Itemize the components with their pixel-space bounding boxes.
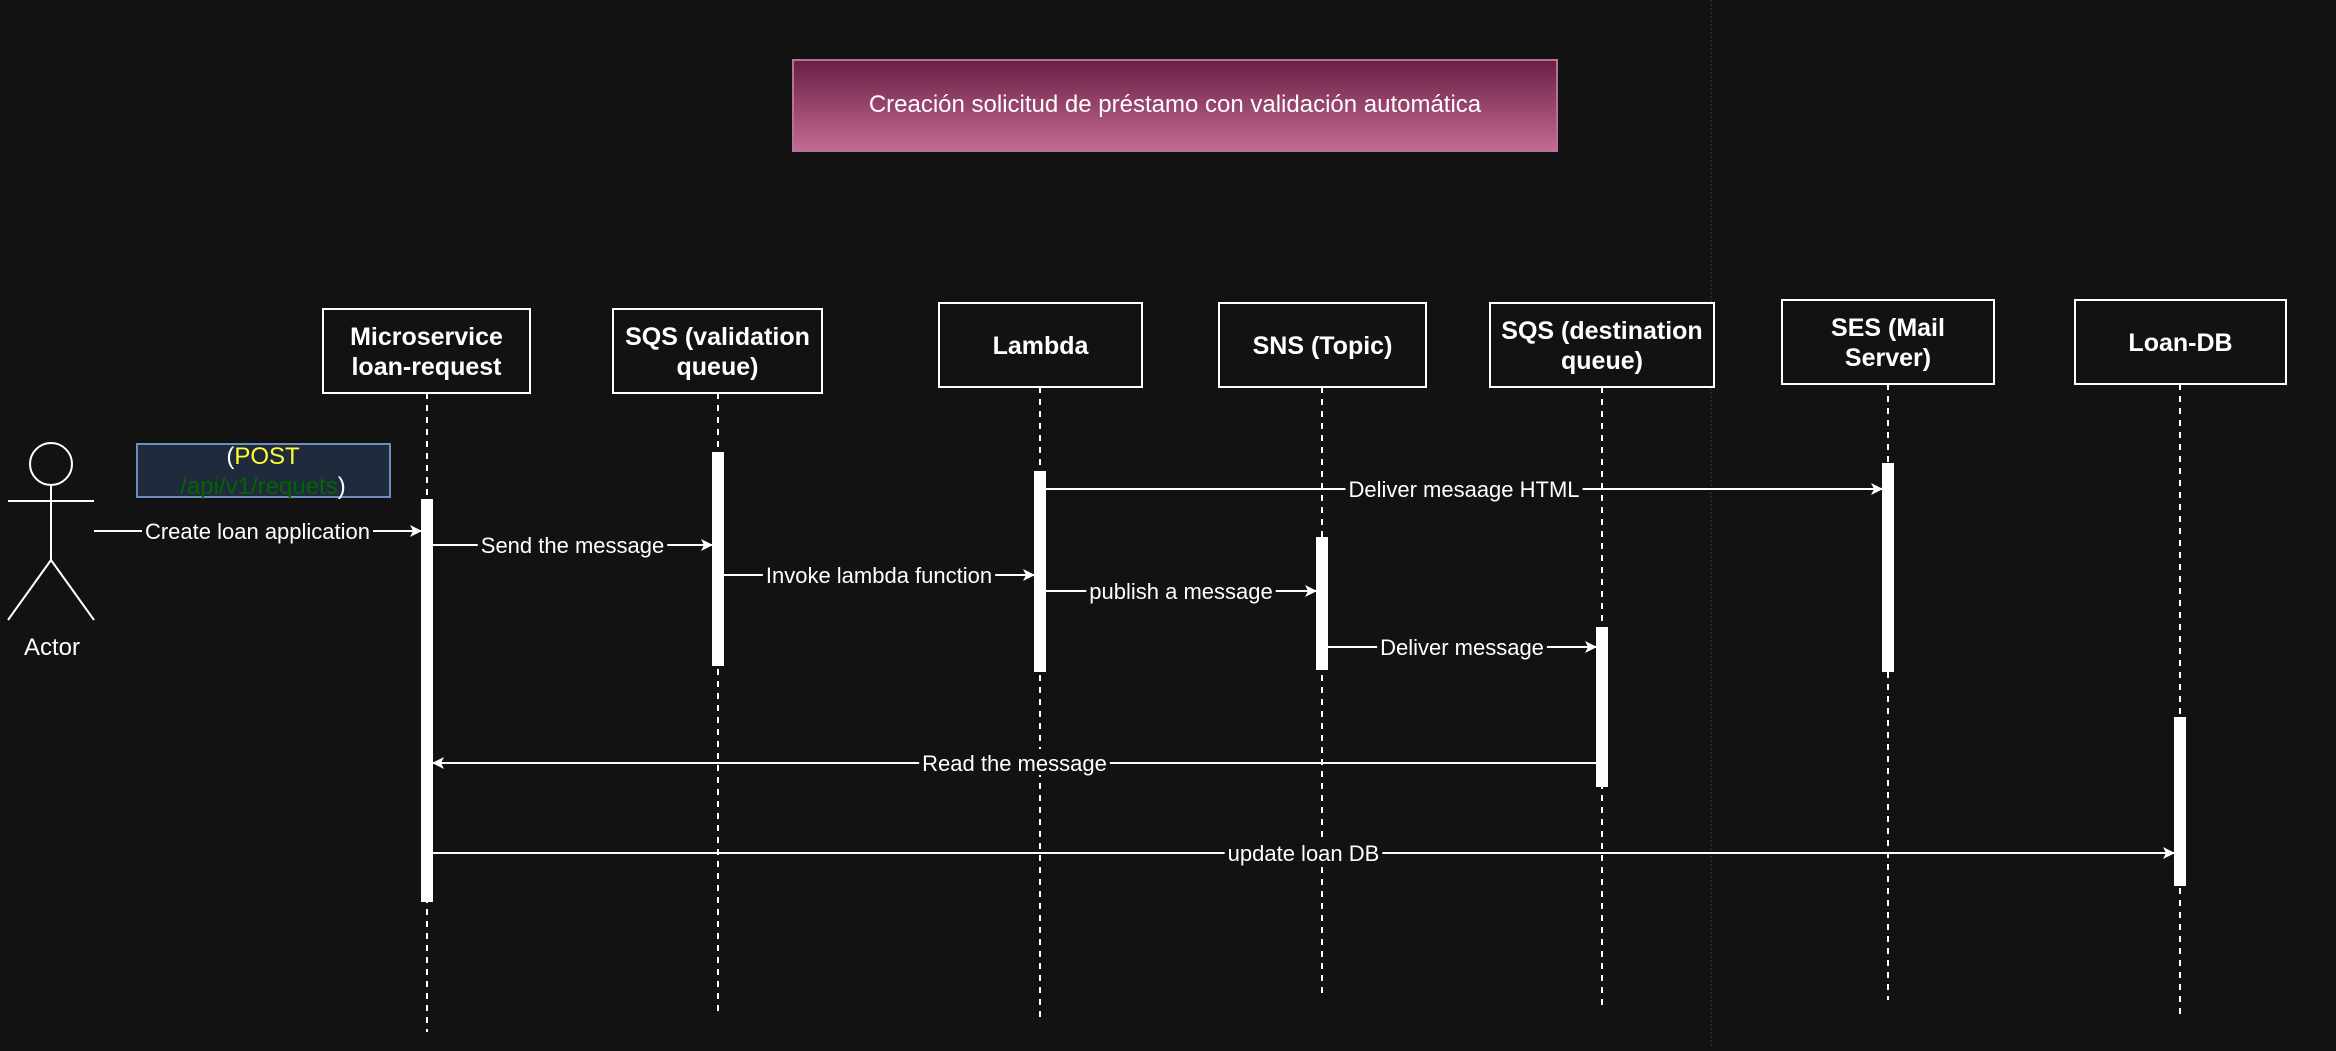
participant-loan-db: Loan-DB	[2074, 299, 2287, 385]
message-label: Deliver message	[1380, 635, 1544, 660]
participant-label: loan-request	[351, 353, 502, 381]
participant-label: Server)	[1845, 344, 1931, 372]
participant-box	[1218, 302, 1427, 388]
participant-box	[322, 308, 531, 394]
http-method: POST	[234, 443, 300, 470]
message-label-bg	[1224, 839, 1383, 865]
activation-bar-lambda	[1034, 471, 1046, 672]
message-label: update loan DB	[1228, 841, 1380, 866]
actor-head-icon	[29, 442, 73, 486]
participant-label: SQS (validation	[625, 323, 810, 351]
participant-label: Lambda	[993, 332, 1090, 360]
message-label: publish a message	[1089, 579, 1272, 604]
diagram-title: Creación solicitud de préstamo con valid…	[792, 59, 1558, 152]
participant-label: queue)	[1561, 347, 1643, 375]
message-label-bg	[919, 749, 1110, 775]
message-label: Deliver mesaage HTML	[1348, 477, 1579, 502]
request-note-line-2: /api/v1/requets)	[180, 473, 345, 500]
message-label-bg	[141, 517, 374, 543]
request-path: /api/v1/requets	[180, 473, 337, 500]
participant-label: SQS (destination	[1501, 317, 1702, 345]
activation-bars	[421, 452, 2186, 902]
actor-right-leg	[50, 559, 95, 621]
participant-box	[612, 308, 823, 394]
message-6: Deliver message	[1328, 633, 1597, 660]
actor: Actor	[7, 442, 95, 661]
message-label: Invoke lambda function	[766, 563, 992, 588]
request-note-line-1: (POST	[226, 443, 300, 470]
message-label-bg	[1086, 577, 1276, 603]
title-banner	[792, 59, 1558, 152]
activation-bar-sqs-destination	[1596, 627, 1608, 787]
actor-label: Actor	[24, 634, 80, 661]
participant-sns: SNS (Topic)	[1218, 302, 1427, 388]
message-label-bg	[762, 561, 996, 587]
participant-label: SNS (Topic)	[1253, 332, 1393, 360]
participant-box	[1489, 302, 1715, 388]
actor-left-leg	[7, 559, 52, 621]
message-2: Send the message	[433, 531, 713, 558]
participant-label: queue)	[677, 353, 759, 381]
participant-label: Microservice	[350, 323, 503, 351]
request-note: (POST /api/v1/requets)	[136, 443, 391, 500]
message-label: Send the message	[481, 533, 664, 558]
message-4: Deliver mesaage HTML	[1046, 475, 1883, 502]
participant-box	[2074, 299, 2287, 385]
activation-bar-sqs-validation	[712, 452, 724, 666]
message-label-bg	[477, 531, 668, 557]
activation-bar-ses	[1882, 463, 1894, 672]
message-1: Create loan application	[94, 517, 422, 544]
participant-lambda: Lambda	[938, 302, 1143, 388]
message-label-bg	[1377, 633, 1547, 659]
message-label: Read the message	[922, 751, 1107, 776]
message-7: Read the message	[432, 749, 1596, 776]
participant-box	[1781, 299, 1995, 385]
participant-label: SES (Mail	[1831, 314, 1945, 342]
message-label: Create loan application	[145, 519, 370, 544]
participant-box	[938, 302, 1143, 388]
lifelines	[426, 384, 2181, 1032]
message-label-bg	[1345, 475, 1583, 501]
activation-bar-sns	[1316, 537, 1328, 670]
activation-bar-loan-db	[2174, 717, 2186, 886]
message-3: Invoke lambda function	[724, 561, 1035, 588]
activation-bar-microservice	[421, 499, 433, 902]
request-note-box	[136, 443, 391, 498]
participant-label: Loan-DB	[2128, 329, 2232, 357]
message-5: publish a message	[1046, 577, 1317, 604]
message-8: update loan DB	[433, 839, 2175, 866]
title-text: Creación solicitud de préstamo con valid…	[869, 91, 1482, 118]
